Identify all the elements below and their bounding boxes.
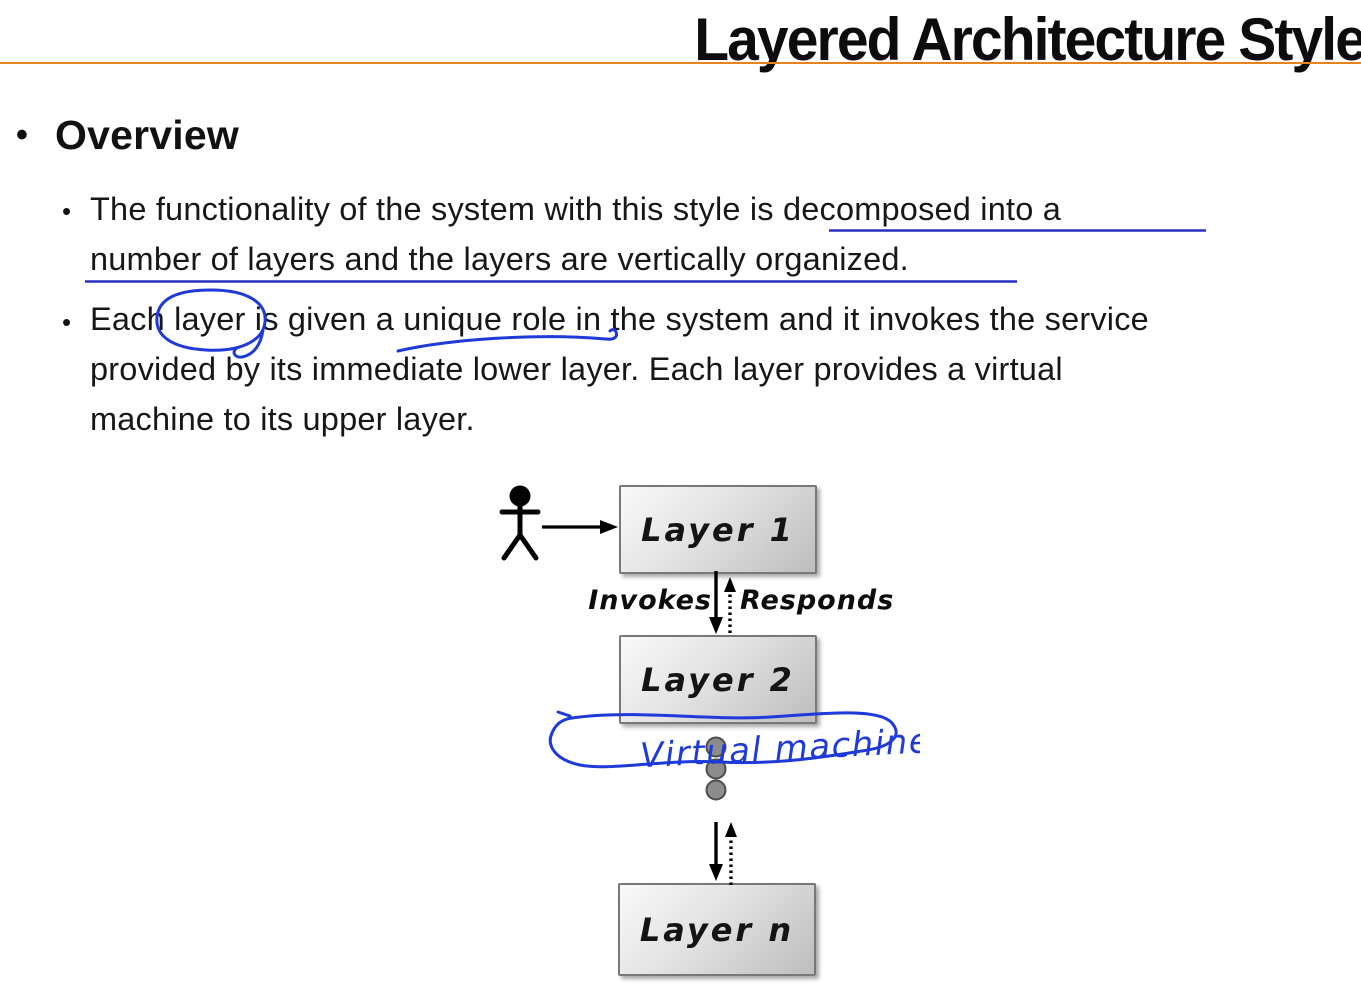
bullet-level1-icon: • — [16, 116, 28, 154]
paragraph-1: The functionality of the system with thi… — [90, 184, 1061, 284]
stick-figure-icon — [499, 485, 541, 561]
responds-arrow — [724, 577, 736, 633]
section-heading: Overview — [55, 112, 239, 158]
paragraph-2-line-3: machine to its upper layer. — [90, 401, 475, 437]
bullet-level2-icon: • — [62, 307, 72, 337]
layer2-box: Layer 2 — [619, 635, 817, 724]
layer1-box: Layer 1 — [619, 485, 817, 574]
lower-responds-arrow — [725, 822, 737, 885]
lower-invokes-arrow — [709, 822, 723, 881]
invokes-arrow — [709, 571, 723, 634]
layer2-label: Layer 2 — [641, 660, 795, 699]
title-accent-rule — [0, 62, 1361, 64]
page-title: Layered Architecture Style — [694, 6, 1361, 73]
responds-label: Responds — [740, 585, 894, 616]
actor-arrow — [542, 520, 618, 534]
paragraph-1-line-1: The functionality of the system with thi… — [90, 191, 1062, 227]
layer1-label: Layer 1 — [641, 510, 795, 549]
paragraph-2-line-1: Each layer is given a unique role in the… — [90, 301, 1149, 337]
virtual-machine-label: Virtual machine — [639, 721, 920, 776]
layer-ellipsis-dots — [705, 736, 727, 801]
invokes-label: Invokes — [588, 585, 712, 616]
layered-architecture-diagram: Layer 1 Layer 2 Layer n Invokes — [480, 478, 920, 978]
layer-n-label: Layer n — [639, 910, 795, 949]
paragraph-2: Each layer is given a unique role in the… — [90, 294, 1149, 444]
paragraph-1-line-2: number of layers and the layers are vert… — [90, 241, 909, 277]
layer-n-box: Layer n — [618, 883, 816, 976]
paragraph-2-line-2: provided by its immediate lower layer. E… — [90, 351, 1063, 387]
bullet-level2-icon: • — [62, 196, 72, 226]
